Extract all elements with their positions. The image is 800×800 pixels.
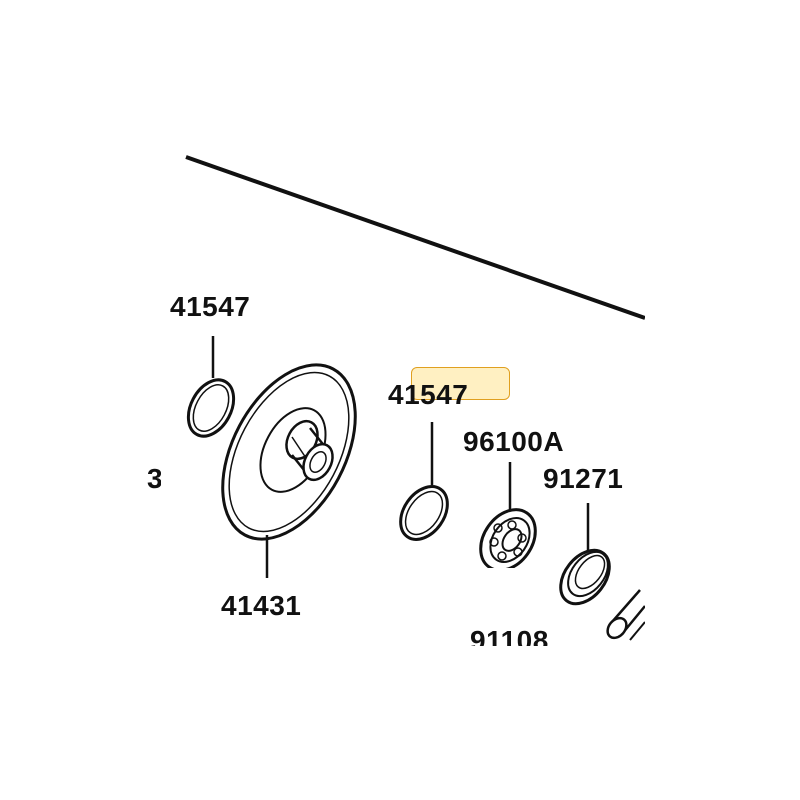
frame-edge-line [185,155,646,320]
bearing [479,508,537,572]
part-label-bearing: 96100A [463,426,565,457]
partial-label-left: 3 [147,463,161,494]
part-label-seal: 91271 [543,463,624,494]
part-label-drum: 41431 [221,590,302,621]
bottom-crop-area [0,646,800,800]
o-ring-left [186,378,236,438]
part-label-shaft: 91108 [470,627,549,649]
part-label-o-ring-left: 41547 [170,291,251,322]
part-label-o-ring-right: 41547 [388,379,469,410]
o-ring-right [399,485,449,541]
shaft [606,589,646,641]
drum [221,363,357,541]
highlight-box [411,367,510,400]
erased-area [484,568,528,582]
seal-ring [559,548,611,606]
